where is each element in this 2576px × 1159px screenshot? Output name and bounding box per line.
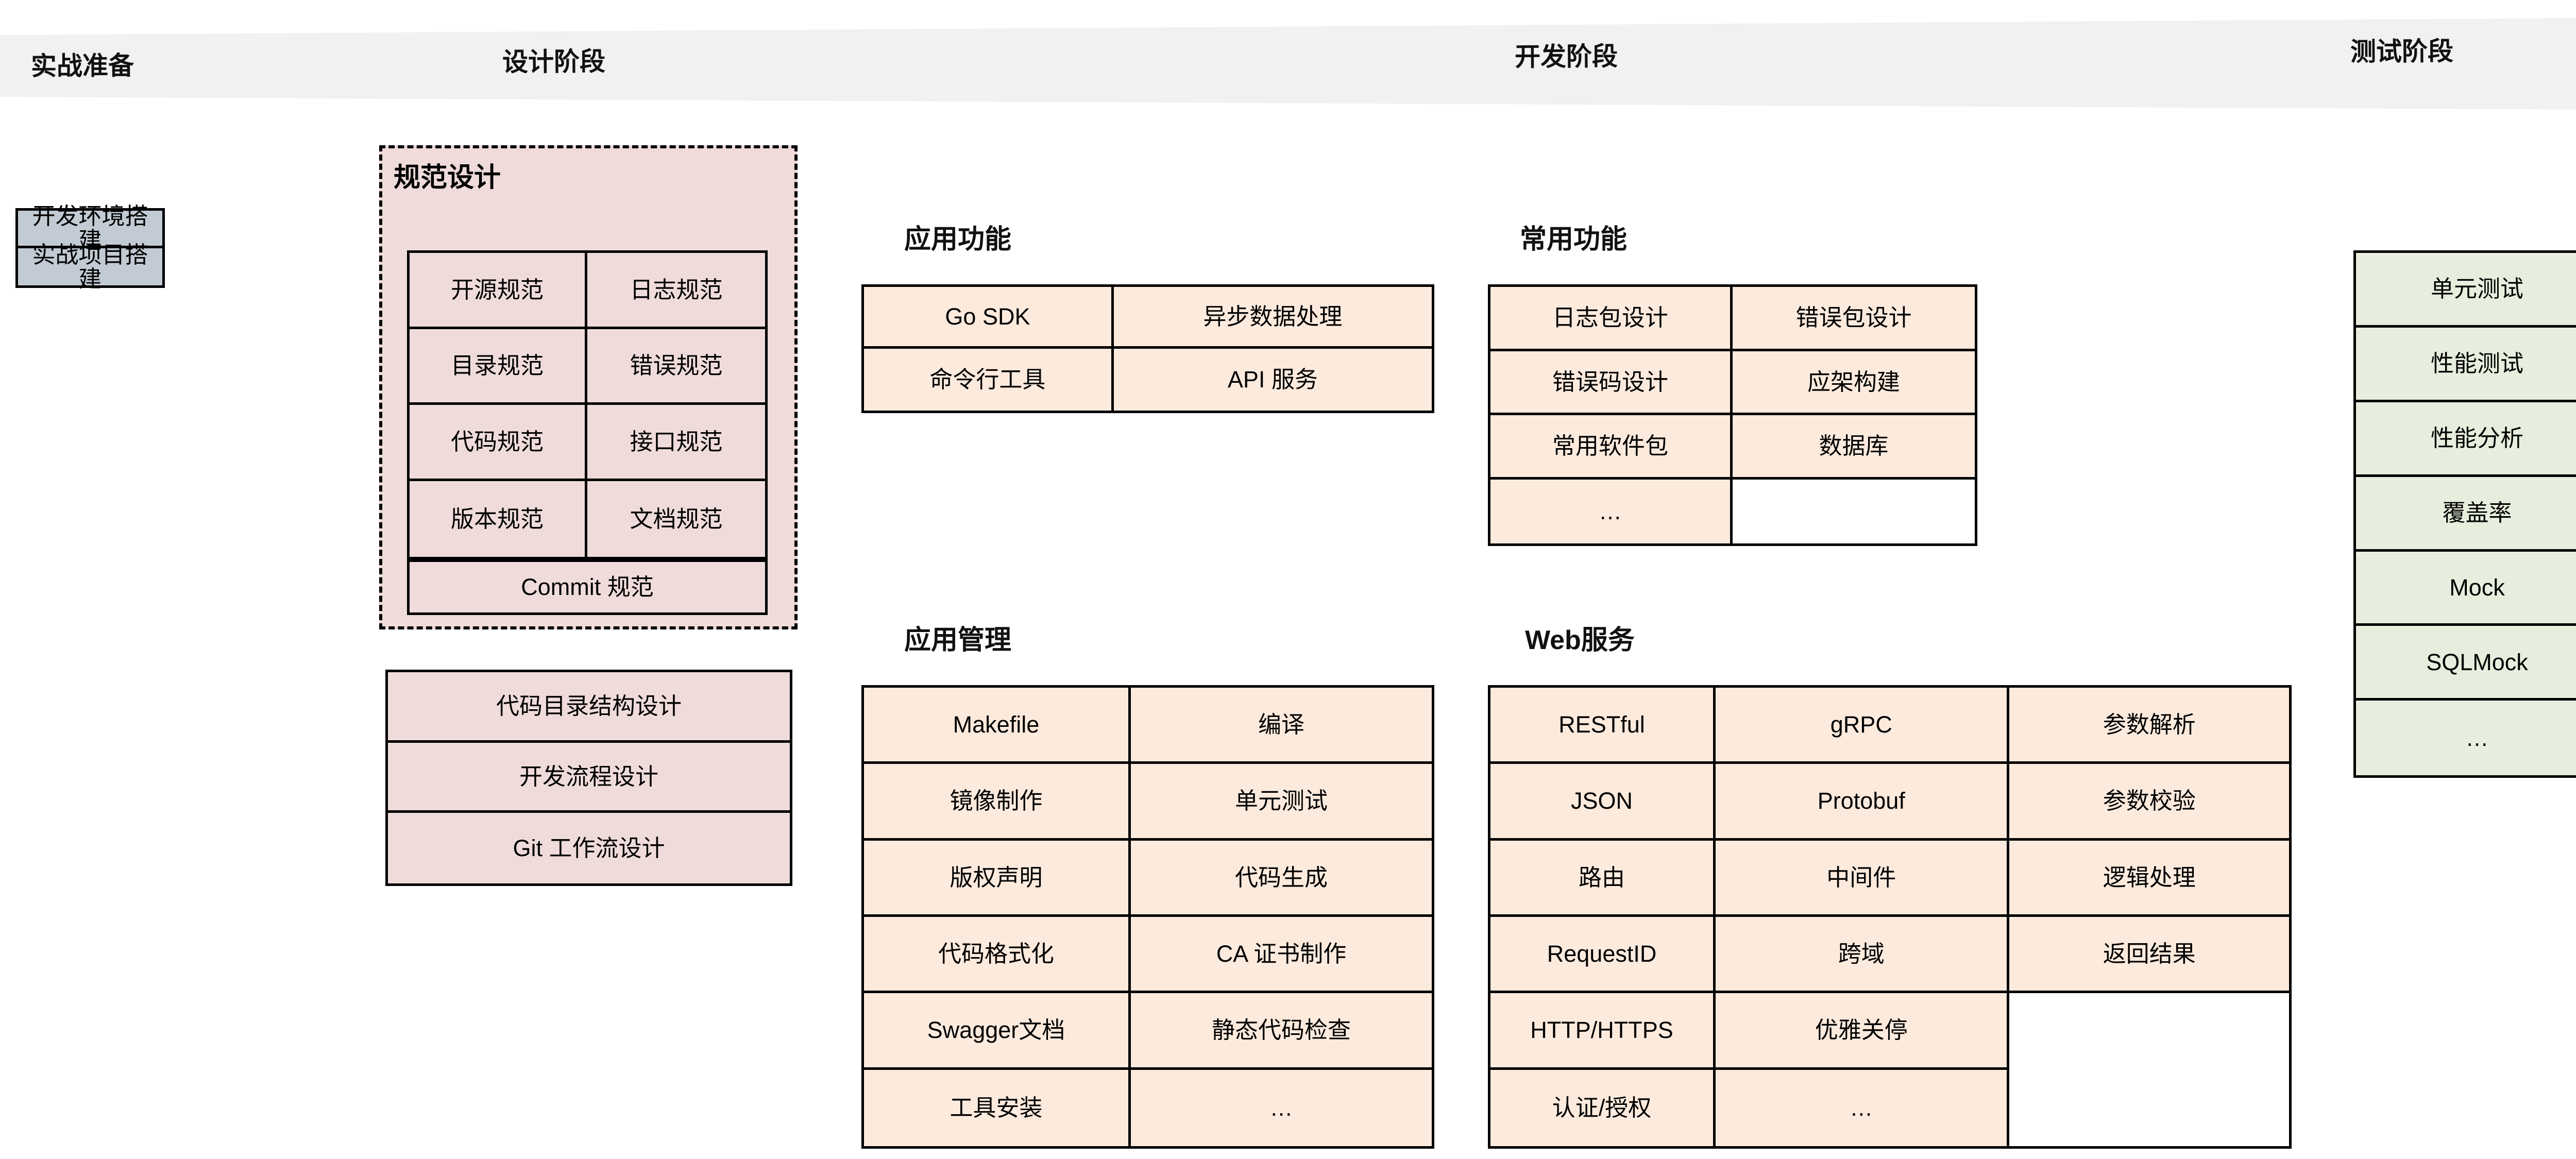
- common-function-cell[interactable]: 错误包设计: [1733, 287, 1975, 351]
- common-function-cell[interactable]: 日志包设计: [1490, 287, 1730, 351]
- app-function-cell[interactable]: API 服务: [1113, 349, 1432, 411]
- test-item[interactable]: …: [2356, 701, 2576, 775]
- app-function-cell[interactable]: Go SDK: [864, 287, 1111, 349]
- common-function-empty-cell: [1733, 480, 1975, 544]
- banner-arrow-shape: [0, 18, 2576, 110]
- app-function-cell[interactable]: 异步数据处理: [1113, 287, 1432, 349]
- spec-cell[interactable]: 文档规范: [587, 481, 765, 557]
- design-extra-item[interactable]: 代码目录结构设计: [388, 672, 790, 743]
- test-stack: 单元测试 性能测试 性能分析 覆盖率 Mock SQLMock …: [2353, 250, 2576, 778]
- web-service-cell[interactable]: 参数校验: [2009, 764, 2289, 841]
- web-service-cell[interactable]: Protobuf: [1716, 764, 2007, 841]
- app-management-cell[interactable]: Makefile: [864, 688, 1128, 764]
- app-function-caption: 应用功能: [904, 225, 1012, 254]
- phase-banner: 实战准备设计阶段开发阶段测试阶段部署阶段Tips: [0, 14, 2576, 110]
- commit-spec-row: Commit 规范: [407, 559, 768, 615]
- web-service-cell[interactable]: 参数解析: [2009, 688, 2289, 764]
- app-management-cell[interactable]: 镜像制作: [864, 764, 1128, 841]
- common-function-cell[interactable]: 数据库: [1733, 415, 1975, 480]
- web-service-empty-cell: [2009, 1070, 2289, 1146]
- app-function-cell[interactable]: 命令行工具: [864, 349, 1111, 411]
- app-management-caption: 应用管理: [904, 625, 1012, 655]
- web-service-empty-cell: [2009, 993, 2289, 1069]
- web-service-grid: RESTful JSON 路由 RequestID HTTP/HTTPS 认证/…: [1488, 685, 2292, 1149]
- web-service-cell[interactable]: …: [1716, 1069, 2007, 1146]
- web-service-cell[interactable]: RequestID: [1490, 916, 1714, 994]
- design-extra-stack: 代码目录结构设计 开发流程设计 Git 工作流设计: [385, 670, 792, 886]
- spec-cell[interactable]: Commit 规范: [410, 562, 765, 612]
- web-service-cell[interactable]: 跨域: [1716, 916, 2007, 994]
- spec-design-grid: 开源规范 目录规范 代码规范 版本规范 日志规范 错误规范 接口规范 文档规范: [407, 250, 768, 559]
- web-service-col-2: gRPC Protobuf 中间件 跨域 优雅关停 …: [1716, 688, 2010, 1146]
- design-extra-item[interactable]: Git 工作流设计: [388, 813, 790, 883]
- common-function-cell[interactable]: 应架构建: [1733, 351, 1975, 415]
- app-management-cell[interactable]: 代码生成: [1130, 840, 1432, 917]
- test-item[interactable]: 覆盖率: [2356, 476, 2576, 552]
- web-service-col-3: 参数解析 参数校验 逻辑处理 返回结果: [2009, 688, 2289, 1146]
- web-service-cell[interactable]: 优雅关停: [1716, 993, 2007, 1070]
- spec-design-group-title: 规范设计: [394, 163, 501, 193]
- phase-label-4[interactable]: 测试阶段: [2350, 37, 2454, 66]
- common-function-col-2: 错误包设计 应架构建 数据库: [1733, 287, 1975, 543]
- app-function-grid: Go SDK 命令行工具 异步数据处理 API 服务: [861, 284, 1434, 413]
- app-management-grid: Makefile 镜像制作 版权声明 代码格式化 Swagger文档 工具安装 …: [861, 685, 1434, 1149]
- phase-label-1[interactable]: 实战准备: [30, 51, 134, 81]
- web-service-cell[interactable]: 逻辑处理: [2009, 840, 2289, 917]
- app-management-cell[interactable]: …: [1130, 1069, 1432, 1146]
- phase-label-2[interactable]: 设计阶段: [502, 47, 606, 77]
- app-management-cell[interactable]: CA 证书制作: [1130, 916, 1432, 994]
- design-extra-item[interactable]: 开发流程设计: [388, 742, 790, 813]
- prep-item[interactable]: 开发环境搭建: [18, 204, 162, 252]
- app-management-cell[interactable]: 单元测试: [1130, 764, 1432, 841]
- common-function-cell[interactable]: 常用软件包: [1490, 415, 1730, 480]
- web-service-cell[interactable]: 中间件: [1716, 840, 2007, 917]
- web-service-cell[interactable]: 路由: [1490, 840, 1714, 917]
- app-function-col-1: Go SDK 命令行工具: [864, 287, 1114, 411]
- spec-cell[interactable]: 目录规范: [410, 329, 585, 405]
- spec-design-col-2: 日志规范 错误规范 接口规范 文档规范: [587, 253, 765, 557]
- prep-item[interactable]: 实战项目搭建: [18, 243, 162, 291]
- app-management-cell[interactable]: 静态代码检查: [1130, 993, 1432, 1070]
- web-service-cell[interactable]: HTTP/HTTPS: [1490, 993, 1714, 1070]
- app-management-cell[interactable]: 版权声明: [864, 840, 1128, 917]
- web-service-cell[interactable]: 认证/授权: [1490, 1069, 1714, 1146]
- spec-cell[interactable]: 版本规范: [410, 481, 585, 557]
- common-function-grid: 日志包设计 错误码设计 常用软件包 … 错误包设计 应架构建 数据库: [1488, 284, 1977, 546]
- app-management-col-2: 编译 单元测试 代码生成 CA 证书制作 静态代码检查 …: [1130, 688, 1432, 1146]
- app-function-col-2: 异步数据处理 API 服务: [1113, 287, 1432, 411]
- test-item[interactable]: 性能测试: [2356, 327, 2576, 402]
- common-function-cell[interactable]: …: [1490, 479, 1730, 543]
- app-management-cell[interactable]: 代码格式化: [864, 916, 1128, 994]
- app-management-col-1: Makefile 镜像制作 版权声明 代码格式化 Swagger文档 工具安装: [864, 688, 1131, 1146]
- app-management-cell[interactable]: 编译: [1130, 688, 1432, 764]
- common-function-col-1: 日志包设计 错误码设计 常用软件包 …: [1490, 287, 1733, 543]
- spec-design-col-1: 开源规范 目录规范 代码规范 版本规范: [410, 253, 587, 557]
- app-management-cell[interactable]: Swagger文档: [864, 993, 1128, 1070]
- prep-stack: 开发环境搭建 实战项目搭建: [15, 204, 165, 291]
- test-item[interactable]: 单元测试: [2356, 253, 2576, 328]
- web-service-cell[interactable]: gRPC: [1716, 688, 2007, 764]
- spec-cell[interactable]: 日志规范: [587, 253, 765, 329]
- web-service-cell[interactable]: JSON: [1490, 764, 1714, 841]
- web-service-caption: Web服务: [1525, 625, 1635, 655]
- spec-cell[interactable]: 错误规范: [587, 329, 765, 405]
- web-service-col-1: RESTful JSON 路由 RequestID HTTP/HTTPS 认证/…: [1490, 688, 1716, 1146]
- spec-cell[interactable]: 代码规范: [410, 405, 585, 481]
- app-management-cell[interactable]: 工具安装: [864, 1069, 1128, 1146]
- web-service-cell[interactable]: 返回结果: [2009, 916, 2289, 994]
- common-function-caption: 常用功能: [1520, 225, 1628, 254]
- phase-label-3[interactable]: 开发阶段: [1514, 42, 1618, 72]
- test-item[interactable]: 性能分析: [2356, 402, 2576, 477]
- spec-cell[interactable]: 接口规范: [587, 405, 765, 481]
- test-item[interactable]: Mock: [2356, 551, 2576, 626]
- web-service-cell[interactable]: RESTful: [1490, 688, 1714, 764]
- common-function-cell[interactable]: 错误码设计: [1490, 351, 1730, 415]
- spec-cell[interactable]: 开源规范: [410, 253, 585, 329]
- test-item[interactable]: SQLMock: [2356, 626, 2576, 701]
